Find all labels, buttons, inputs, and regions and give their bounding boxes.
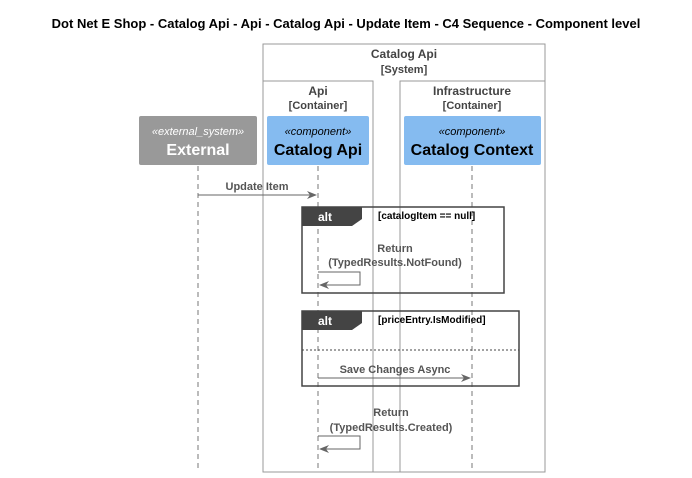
participant-catalog-api[interactable]: «component» Catalog Api	[267, 116, 369, 165]
alt-fragment-2-guard: [priceEntry.IsModified]	[378, 315, 486, 326]
participant-catalog-api-stereotype: «component»	[285, 126, 352, 138]
container-api-type: [Container]	[289, 100, 348, 112]
message-return-notfound-label-2: (TypedResults.NotFound)	[328, 257, 462, 269]
container-api-name: Api	[308, 84, 327, 98]
system-boundary-type: [System]	[381, 64, 428, 76]
container-infra-boundary	[399, 80, 546, 473]
diagram-title: Dot Net E Shop - Catalog Api - Api - Cat…	[52, 16, 641, 31]
message-return-created-arrow	[318, 435, 361, 453]
message-return-notfound-arrow	[318, 271, 361, 289]
message-return-created-label-2: (TypedResults.Created)	[330, 422, 453, 434]
message-return-notfound-label-1: Return	[377, 243, 413, 255]
alt-fragment-2: alt [priceEntry.IsModified]	[301, 310, 520, 387]
container-infra-name: Infrastructure	[433, 84, 511, 98]
message-save-changes-label: Save Changes Async	[340, 364, 451, 376]
participant-external[interactable]: «external_system» External	[139, 116, 257, 165]
alt-fragment-1: alt [catalogItem == null]	[301, 206, 505, 294]
system-boundary-name: Catalog Api	[371, 47, 437, 61]
alt-fragment-1-guard: [catalogItem == null]	[378, 211, 475, 222]
message-return-created-label-1: Return	[373, 407, 409, 419]
participant-catalog-context-stereotype: «component»	[439, 126, 506, 138]
participant-catalog-context[interactable]: «component» Catalog Context	[404, 116, 541, 165]
alt-fragment-1-keyword: alt	[318, 210, 332, 224]
message-update-item-label: Update Item	[226, 181, 289, 193]
participant-external-stereotype: «external_system»	[152, 126, 244, 138]
alt-fragment-2-keyword: alt	[318, 314, 332, 328]
participant-external-name: External	[166, 142, 229, 159]
container-infra-type: [Container]	[443, 100, 502, 112]
container-api-boundary	[262, 80, 374, 473]
participant-catalog-api-name: Catalog Api	[274, 142, 362, 159]
participant-catalog-context-name: Catalog Context	[411, 142, 534, 159]
